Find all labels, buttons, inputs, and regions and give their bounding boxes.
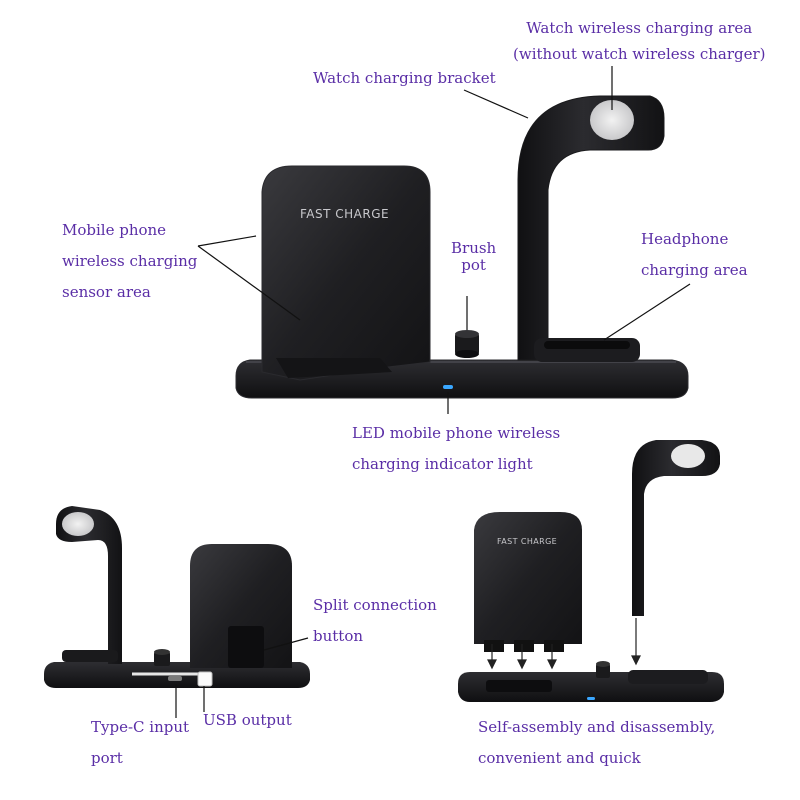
side-headphone-slot — [62, 650, 118, 662]
label-led-indicator: LED mobile phone wireless charging indic… — [352, 418, 560, 480]
label-headphone-line2: charging area — [641, 260, 748, 279]
label-usb-output: USB output — [203, 711, 292, 729]
exploded-watch-arm — [632, 440, 720, 616]
label-split-line1: Split connection — [313, 596, 437, 614]
label-typec-line2: port — [91, 748, 123, 767]
exploded-view-charger — [458, 440, 724, 702]
callout-lines-top — [197, 66, 691, 414]
label-led-line1: LED mobile phone wireless — [352, 424, 561, 442]
watch-arm — [517, 95, 665, 361]
label-phone-sensor-area: Mobile phone wireless charging sensor ar… — [62, 215, 197, 307]
label-phone-sensor-line2: wireless charging — [62, 251, 198, 270]
exploded-led — [587, 697, 595, 700]
brush-pot — [455, 330, 479, 358]
main-charger — [235, 95, 689, 399]
exploded-phone-pad — [474, 512, 582, 644]
watch-disc — [590, 100, 634, 140]
label-brush-pot-line2: pot — [461, 256, 486, 275]
label-brush-pot-line1: Brush — [451, 239, 497, 257]
exploded-pad-brand-text: FAST CHARGE — [497, 537, 558, 546]
label-headphone-line1: Headphone — [641, 230, 729, 248]
label-assembly-line2: convenient and quick — [478, 748, 641, 767]
label-typec-port: Type-C input port — [91, 712, 189, 774]
phone-pad — [261, 165, 431, 381]
typec-port — [168, 676, 182, 681]
label-self-assembly: Self-assembly and disassembly, convenien… — [478, 712, 715, 774]
exploded-headphone-slot — [628, 670, 708, 684]
label-split-connection: Split connection button — [313, 590, 437, 652]
label-watch-bracket: Watch charging bracket — [313, 69, 496, 87]
label-brush-pot: Brush pot — [451, 239, 497, 275]
label-phone-sensor-line1: Mobile phone — [62, 221, 167, 239]
side-view-charger — [44, 506, 310, 688]
label-watch-charging-area: Watch wireless charging area (without wa… — [513, 15, 766, 68]
label-headphone-area: Headphone charging area — [641, 224, 748, 286]
pad-brand-text: FAST CHARGE — [300, 207, 390, 221]
exploded-brush-pot — [596, 661, 610, 678]
label-split-line2: button — [313, 626, 364, 645]
label-typec-line1: Type-C input — [91, 718, 190, 736]
usb-port — [197, 671, 213, 687]
label-watch-area-line1: Watch wireless charging area — [526, 19, 753, 37]
led-indicator — [443, 385, 453, 389]
label-phone-sensor-line3: sensor area — [62, 282, 151, 301]
label-assembly-line1: Self-assembly and disassembly, — [478, 718, 716, 736]
headphone-cradle — [534, 338, 640, 362]
side-phone-pad — [190, 544, 292, 668]
label-watch-area-line2: (without watch wireless charger) — [513, 45, 766, 64]
label-led-line2: charging indicator light — [352, 454, 533, 473]
callout-lines-bottom-left — [175, 637, 309, 718]
side-brush-pot — [154, 649, 170, 666]
